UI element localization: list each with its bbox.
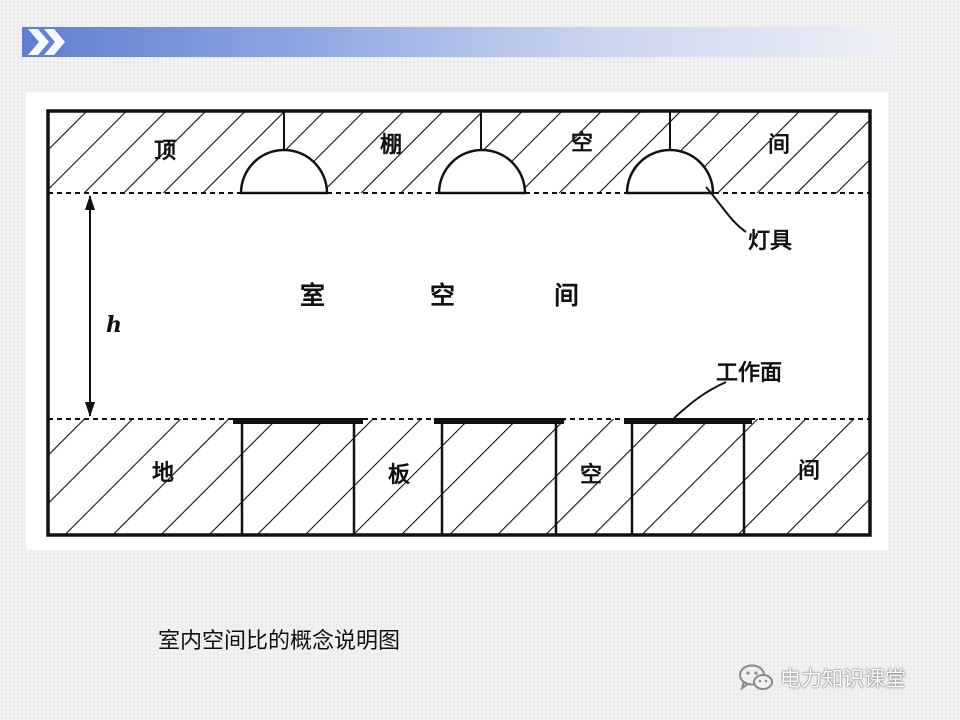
room-label-3: 间 <box>554 281 579 310</box>
ceiling-label-3: 空 <box>571 130 593 156</box>
figure-caption: 室内空间比的概念说明图 <box>158 629 401 654</box>
luminaire-leader-line <box>705 186 747 233</box>
watermark: 电力知识课堂 <box>738 660 906 696</box>
floor-label-4: 间 <box>798 459 820 484</box>
ceiling-label-2: 棚 <box>380 133 402 158</box>
luminaire-2 <box>437 111 527 195</box>
room-cavity-diagram: 顶 棚 空 间 室 空 间 地 板 空 间 灯具 工作面 h <box>46 109 872 537</box>
work-plane-leader-line <box>673 381 727 419</box>
room-cavity <box>48 193 870 419</box>
diagram-panel: 顶 棚 空 间 室 空 间 地 板 空 间 灯具 工作面 h <box>26 92 888 550</box>
diagram-border <box>46 109 872 537</box>
ceiling-label-4: 间 <box>768 133 790 158</box>
height-label: h <box>106 312 122 338</box>
room-label-2: 空 <box>430 281 455 310</box>
height-dimension <box>85 195 95 417</box>
luminaire-3 <box>625 111 715 195</box>
floor-label-1: 地 <box>152 461 174 486</box>
header-bar <box>22 27 892 57</box>
work-plane-label: 工作面 <box>716 361 782 386</box>
work-table-2 <box>434 418 564 535</box>
floor-label-3: 空 <box>580 462 602 488</box>
ceiling-label-1: 顶 <box>154 139 176 164</box>
wechat-icon <box>739 664 773 691</box>
luminaire-1 <box>239 111 329 195</box>
watermark-text: 电力知识课堂 <box>780 667 906 691</box>
room-label-1: 室 <box>300 281 325 310</box>
floor-label-2: 板 <box>388 463 411 488</box>
work-table-1 <box>233 418 363 535</box>
work-table-3 <box>624 418 752 535</box>
luminaire-label: 灯具 <box>748 229 792 254</box>
double-chevron-icon <box>28 29 65 55</box>
